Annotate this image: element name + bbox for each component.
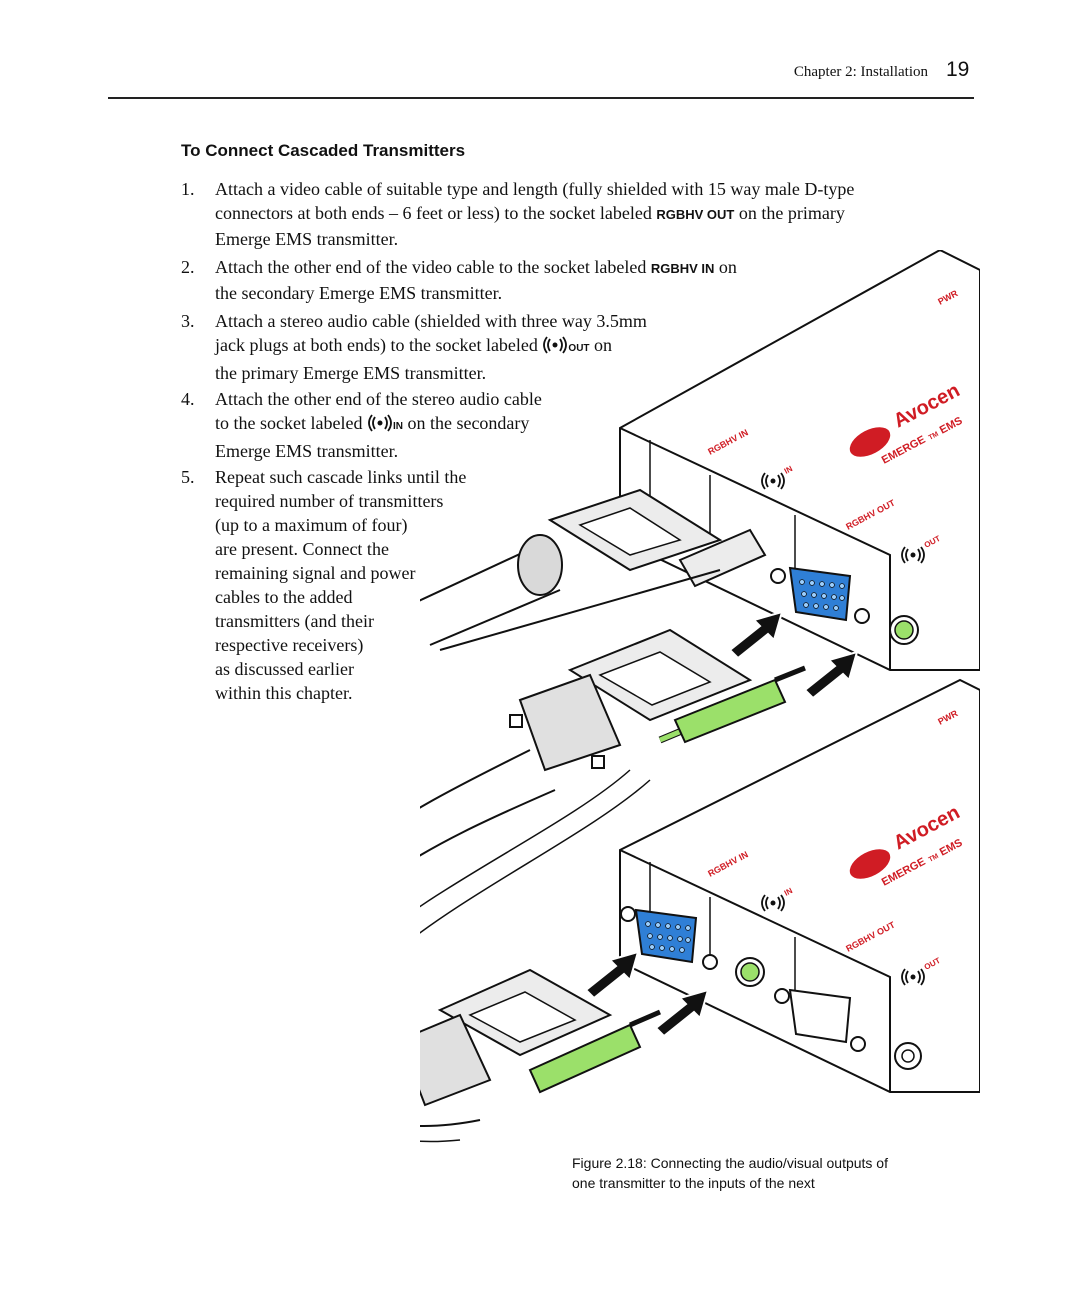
audio-in-port-label: IN [783, 464, 794, 476]
rgbhv-in-label: RGBHV IN [650, 261, 715, 276]
trademark: TM [928, 431, 940, 442]
caption-line-2: one transmitter to the inputs of the nex… [572, 1175, 815, 1191]
vga-cable-upper-plug [509, 628, 806, 772]
step-3-line-3: the primary Emerge EMS transmitter. [215, 363, 487, 383]
running-header: Chapter 2: Installation [793, 64, 928, 80]
section-title: To Connect Cascaded Transmitters [181, 141, 466, 160]
audio-in-port-label-lower: IN [783, 886, 794, 898]
step-5-line-10: within this chapter. [215, 683, 353, 703]
step-2-line-2: the secondary Emerge EMS transmitter. [215, 283, 503, 303]
step-1-number: 1. [181, 179, 195, 199]
step-3-line-1: Attach a stereo audio cable (shielded wi… [215, 311, 647, 331]
upper-transmitter: PWR RGBHV IN RGBHV OUT IN OUT Avocen EME… [619, 250, 980, 671]
audio-in-label: IN [392, 421, 403, 432]
audio-jack-icon [740, 962, 760, 982]
step-4-number: 4. [181, 389, 195, 409]
step-5-line-2: required number of transmitters [215, 491, 444, 511]
step-4: Attach the other end of the stereo audio… [215, 387, 595, 463]
cascade-figure: PWR RGBHV IN RGBHV OUT IN OUT Avocen EME… [420, 250, 980, 1143]
step-4-line-3: Emerge EMS transmitter. [215, 441, 399, 461]
step-5-line-3: (up to a maximum of four) [215, 515, 408, 535]
step-5-line-1: Repeat such cascade links until the [215, 467, 467, 487]
step-1: Attach a video cable of suitable type an… [215, 177, 955, 251]
lower-transmitter: PWR RGBHV IN RGBHV OUT IN OUT Avocen EME… [619, 678, 980, 1093]
audio-jack-icon [894, 620, 914, 640]
step-5-line-4: are present. Connect the [215, 539, 389, 559]
step-5: Repeat such cascade links until the requ… [215, 465, 515, 705]
avocent-logo-icon [849, 849, 891, 879]
step-2-number: 2. [181, 257, 195, 277]
page-number: 19 [946, 58, 970, 81]
step-5-line-5: remaining signal and power [215, 563, 416, 583]
trademark-lower: TM [928, 853, 940, 864]
header-rule [108, 97, 974, 99]
step-3: Attach a stereo audio cable (shielded wi… [215, 309, 715, 385]
step-5-line-9: as discussed earlier [215, 659, 354, 679]
rgbhv-out-label: RGBHV OUT [656, 207, 735, 222]
step-1-line-3: Emerge EMS transmitter. [215, 229, 399, 249]
step-5-line-8: respective receivers) [215, 635, 364, 655]
vga-connector-icon [789, 567, 851, 621]
vga-cable-lower-plug [420, 968, 661, 1107]
step-5-line-6: cables to the added [215, 587, 353, 607]
audio-wave-icon [543, 336, 568, 354]
upper-connected-cable [420, 488, 767, 651]
step-5-number: 5. [181, 467, 195, 487]
step-3-number: 3. [181, 311, 195, 331]
step-1-line-2: connectors at both ends – 6 feet or less… [215, 203, 652, 223]
avocent-logo-icon [849, 427, 891, 457]
figure-caption: Figure 2.18: Connecting the audio/visual… [572, 1153, 952, 1193]
step-4-line-2b: on the secondary [407, 413, 530, 433]
step-2-line-1: Attach the other end of the video cable … [215, 257, 647, 277]
vga-connector-icon [635, 909, 697, 963]
step-2: Attach the other end of the video cable … [215, 255, 835, 305]
step-4-line-1: Attach the other end of the stereo audio… [215, 389, 542, 409]
step-3-line-2: jack plugs at both ends) to the socket l… [215, 335, 538, 355]
audio-plug-green [673, 678, 787, 744]
audio-wave-icon [368, 414, 392, 432]
step-1-line-1: Attach a video cable of suitable type an… [215, 179, 855, 199]
step-4-line-2: to the socket labeled [215, 413, 363, 433]
audio-out-label: OUT [568, 343, 590, 354]
arrow-icon [804, 651, 858, 699]
step-1-line-2b: on the primary [738, 203, 845, 223]
step-2-line-1b: on [718, 257, 737, 277]
arrow-icon [729, 611, 783, 659]
arrow-icon [585, 951, 639, 999]
caption-line-1: Figure 2.18: Connecting the audio/visual… [572, 1155, 888, 1171]
step-5-line-7: transmitters (and their [215, 611, 374, 631]
arrow-icon [655, 989, 709, 1037]
audio-plug-green [528, 1023, 642, 1094]
step-3-line-2b: on [594, 335, 613, 355]
